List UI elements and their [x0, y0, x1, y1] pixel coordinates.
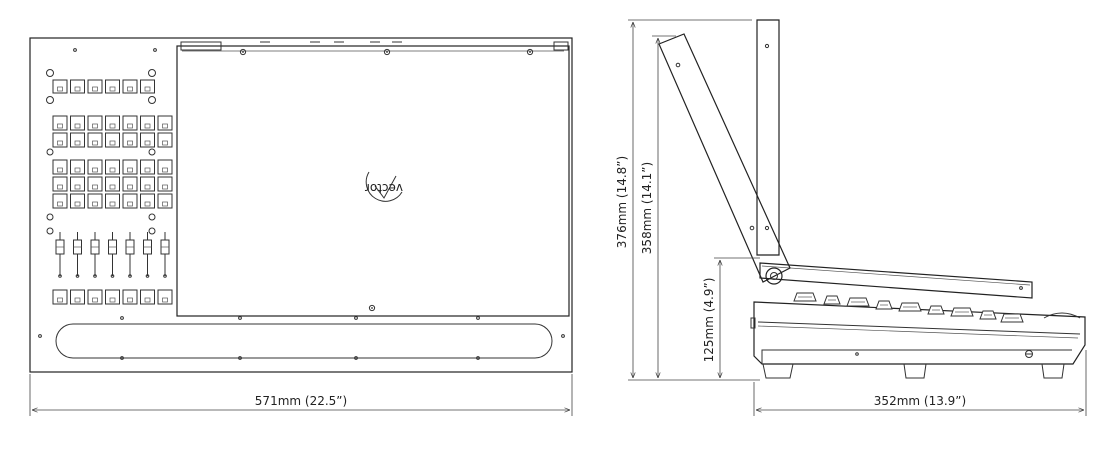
side-foot-mid	[903, 363, 927, 379]
height-base-label: 125mm (4.9”)	[702, 278, 716, 363]
side-base-body	[753, 301, 1086, 365]
front-width-label: 571mm (22.5”)	[255, 394, 347, 408]
side-lid-arm	[658, 33, 791, 283]
side-control-surface	[759, 262, 1033, 299]
front-base-panel	[29, 37, 573, 373]
side-knob-row	[793, 292, 1024, 323]
front-width-dimension: 571mm (22.5”)	[29, 374, 573, 416]
height-panel-label: 358mm (14.1”)	[640, 162, 654, 254]
side-vertical-dimensions: 376mm (14.8”) 358mm (14.1”) 125mm (4.9”)	[615, 19, 760, 381]
vector-logo: vector	[365, 171, 403, 202]
side-upright-panel	[756, 19, 780, 256]
side-foot-front	[762, 363, 794, 379]
front-flip-panel	[176, 45, 570, 317]
side-depth-dimension: 352mm (13.9”)	[753, 350, 1087, 416]
side-depth-label: 352mm (13.9”)	[874, 394, 966, 408]
front-view: vector	[29, 37, 573, 373]
flip-panel-screws	[239, 48, 534, 312]
logo-text: vector	[365, 181, 403, 195]
side-foot-rear	[1041, 363, 1065, 379]
front-control-section	[46, 69, 173, 305]
height-total-label: 376mm (14.8”)	[615, 156, 629, 248]
front-bottom-slot	[55, 323, 553, 359]
side-view	[658, 19, 1086, 379]
